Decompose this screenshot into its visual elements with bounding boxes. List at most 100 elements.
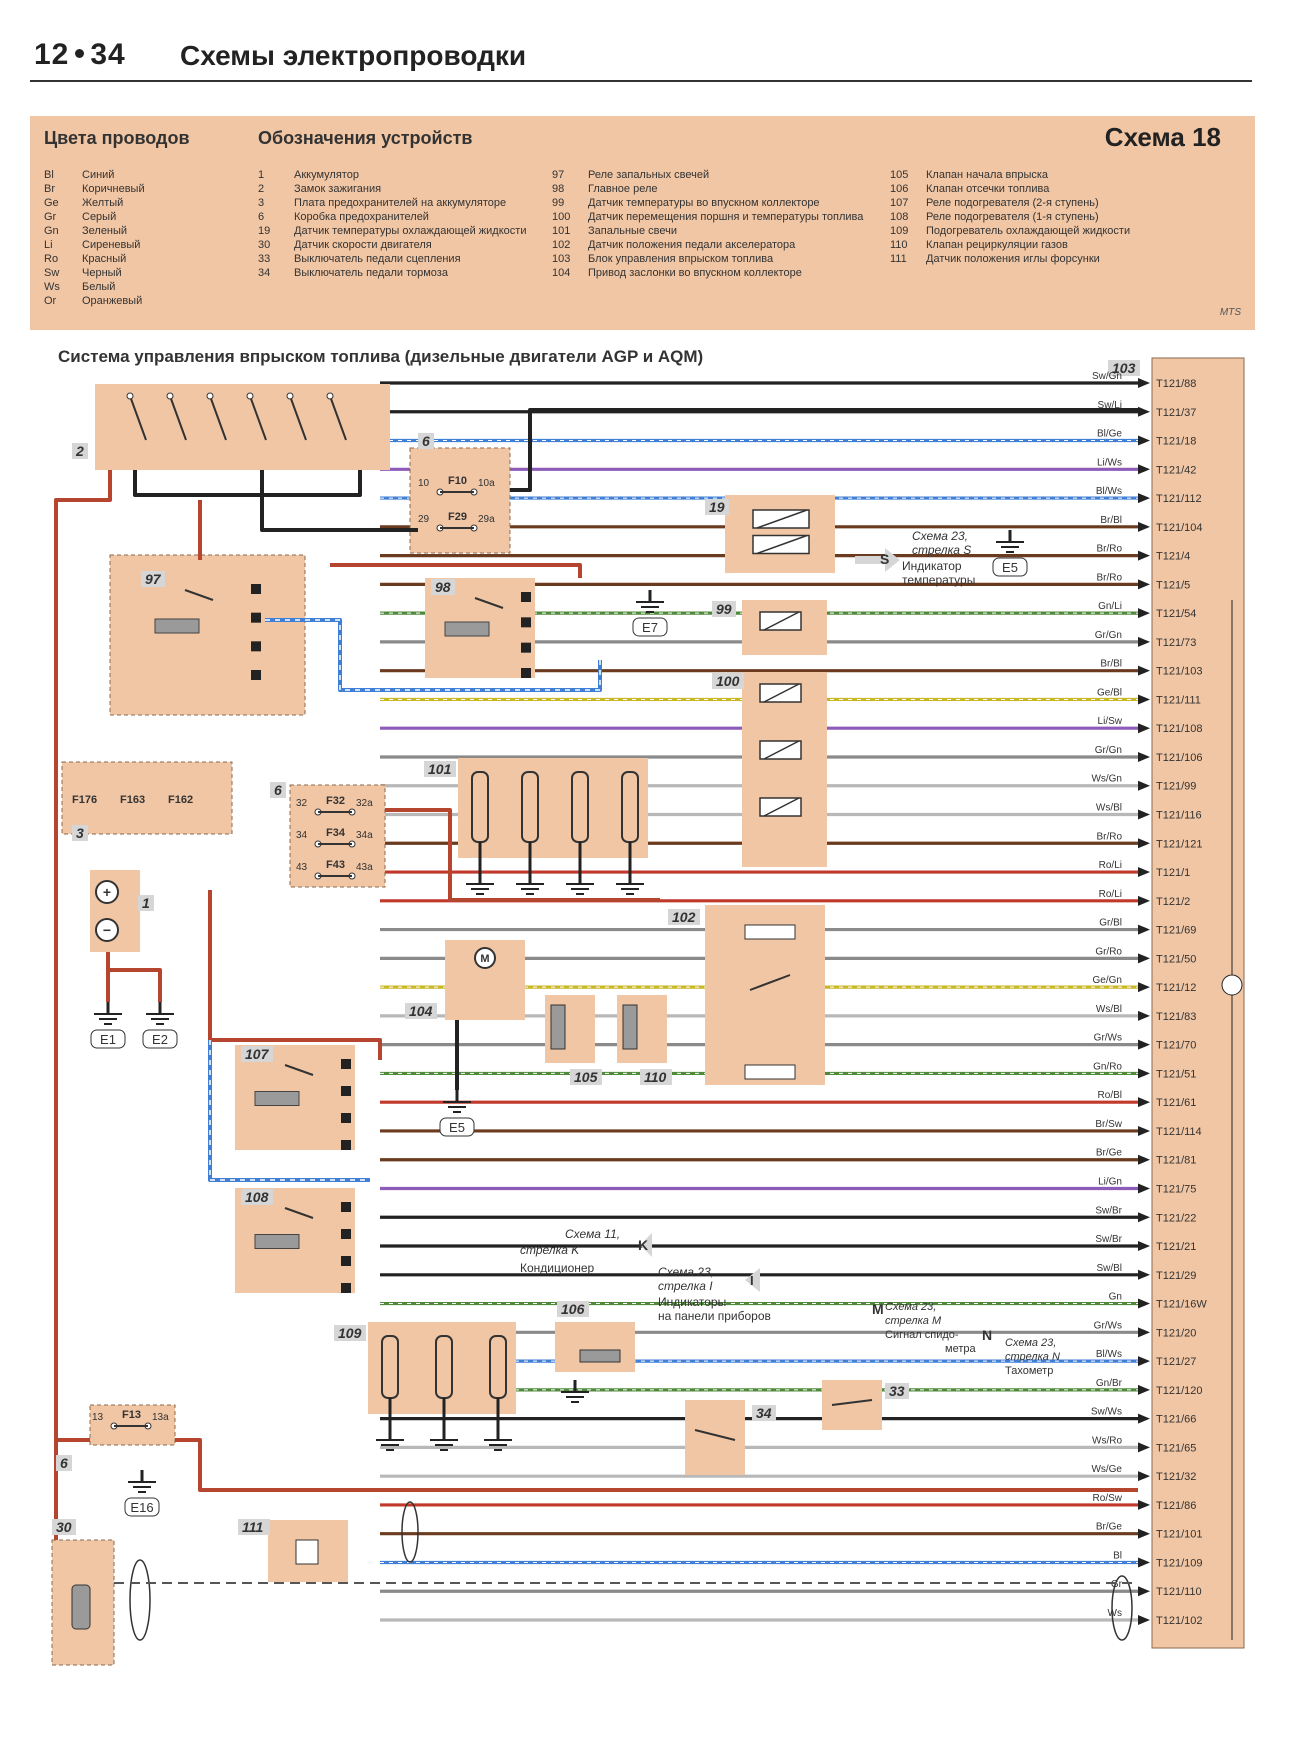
legend-code: 106 — [890, 183, 909, 195]
wire-color-label: Gr/Ro — [1095, 946, 1122, 957]
legend-code: 34 — [258, 267, 271, 279]
ref-letter: K — [638, 1237, 648, 1253]
fuse-terminal: 13a — [152, 1412, 169, 1423]
legend-code: Ge — [44, 197, 59, 209]
battery-plus-icon — [95, 880, 119, 904]
pedal-resistor — [744, 924, 796, 940]
pedal-resistor — [744, 1064, 796, 1080]
pin-arrow-icon — [1138, 838, 1150, 849]
fuse-terminal: 29a — [478, 514, 495, 525]
heater-label: 101 — [428, 761, 452, 777]
fuseboard-label: 3 — [76, 825, 84, 841]
sensor-label: 100 — [716, 673, 740, 689]
component-label-bg — [241, 1046, 273, 1062]
wire-ro-bl — [175, 1438, 1138, 1492]
chapter-title: Схемы электропроводки — [180, 40, 527, 71]
ecu-pin-label: T121/18 — [1156, 436, 1196, 448]
arrow-icon — [745, 1268, 760, 1292]
ecu-pin-label: T121/112 — [1156, 493, 1202, 505]
pin-arrow-icon — [1138, 1183, 1150, 1194]
legend-text: Привод заслонки во впускном коллекторе — [588, 267, 802, 279]
relay-label: 97 — [145, 571, 162, 587]
component-label-bg — [705, 499, 729, 515]
legend-code: 100 — [552, 211, 571, 223]
wire-sw — [260, 470, 418, 532]
ecu-pin-label: T121/1 — [1156, 867, 1190, 879]
legend-text: Главное реле — [588, 183, 658, 195]
wire-color-label: Br/Bl — [1100, 659, 1122, 670]
legend-text: Клапан рециркуляции газов — [926, 239, 1068, 251]
pin-arrow-icon — [1138, 1212, 1150, 1223]
ref-letter: S — [880, 551, 889, 567]
sensor-slash — [756, 509, 808, 529]
ecu-block — [1151, 357, 1245, 1649]
wire-color-label: Gr — [1111, 1579, 1123, 1590]
ground-label: E1 — [100, 1032, 116, 1047]
pin-arrow-icon — [1138, 953, 1150, 964]
ground-tag — [439, 1117, 475, 1137]
ecu-ground-icon — [1221, 974, 1243, 996]
ecu-pin-label: T121/4 — [1156, 551, 1190, 563]
component-label-bg — [712, 601, 736, 617]
wire-colors-title: Цвета проводов — [44, 128, 190, 148]
legend-text: Датчик скорости двигателя — [294, 239, 432, 251]
pin-arrow-icon — [1138, 1068, 1150, 1079]
wire-color-label: Ge/Bl — [1097, 687, 1122, 698]
ecu-pin-label: T121/88 — [1156, 378, 1196, 390]
ref-desc: Индикаторы — [658, 1295, 726, 1309]
wire-color-label: Sw/Bl — [1096, 1263, 1122, 1274]
ecu-pin-label: T121/86 — [1156, 1500, 1196, 1512]
pin-arrow-icon — [1138, 1241, 1150, 1252]
legend-text: Красный — [82, 253, 127, 265]
needle-sensor-label: 111 — [242, 1519, 263, 1535]
legend-code: Or — [44, 295, 57, 307]
speed-sensor-label: 30 — [56, 1519, 72, 1535]
ecu-pin-label: T121/116 — [1156, 810, 1202, 822]
sensor-slash — [756, 534, 808, 555]
wire-color-label: Bl/Ge — [1097, 429, 1122, 440]
relay-terminal — [341, 1229, 351, 1239]
wire-color-label: Br/Ro — [1096, 572, 1122, 583]
legend-entry: 34 Выключатель педали тормоза — [258, 266, 548, 280]
wire-color-label: Br/Sw — [1095, 1119, 1122, 1130]
ecu-pin-label: T121/37 — [1156, 407, 1196, 419]
component-label-bg — [712, 673, 744, 689]
legend-text: Замок зажигания — [294, 183, 382, 195]
component-label-bg — [885, 1383, 909, 1399]
relay-contact — [184, 589, 214, 601]
switch-node — [286, 392, 294, 400]
wire-color-label: Br/Ro — [1096, 831, 1122, 842]
pin-arrow-icon — [1138, 809, 1150, 820]
legend-text: Выключатель педали тормоза — [294, 267, 448, 279]
wire-color-label: Gr/Ws — [1094, 1320, 1122, 1331]
fusebox-low-label: 6 — [60, 1455, 68, 1471]
legend-text: Оранжевый — [82, 295, 143, 307]
pin-arrow-icon — [1138, 1557, 1150, 1568]
ground-label: E5 — [449, 1120, 465, 1135]
wire-color-label: Bl/Ws — [1096, 1349, 1122, 1360]
legend-code: 107 — [890, 197, 909, 209]
ecu-pin-label: T121/5 — [1156, 579, 1190, 591]
ground-label: E7 — [642, 620, 658, 635]
pin-arrow-icon — [1138, 665, 1150, 676]
legend-code: 105 — [890, 169, 909, 181]
legend-code: Br — [44, 183, 55, 195]
ref-desc: Индикатор — [902, 559, 962, 573]
pin-arrow-icon — [1138, 1298, 1150, 1309]
legend-code: Li — [44, 239, 53, 251]
ref-letter: I — [750, 1273, 754, 1288]
ecu-pin-label: T121/99 — [1156, 781, 1196, 793]
component-label-bg — [141, 571, 165, 587]
component-label-bg — [72, 443, 88, 459]
relay-contact — [284, 1064, 314, 1076]
fuse-label: F32 — [326, 795, 345, 807]
wire-color-label: Br/Bl — [1100, 515, 1122, 526]
ecu-pin-label: T121/104 — [1156, 522, 1202, 534]
valve-coil — [622, 1004, 638, 1050]
